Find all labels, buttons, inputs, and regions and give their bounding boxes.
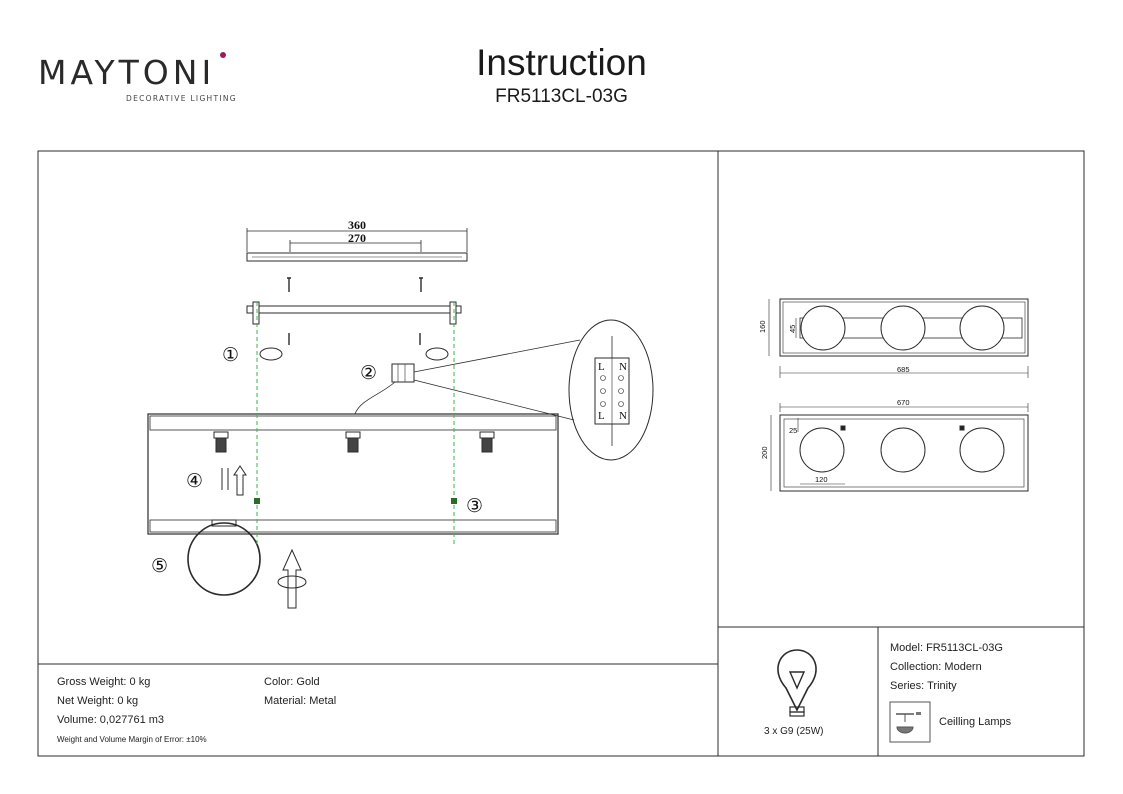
terminal-block-icon — [391, 363, 415, 383]
bulb-socket-icon — [345, 431, 361, 453]
terminal-n-bottom: N — [619, 410, 627, 422]
lamp-body — [147, 413, 559, 535]
page-title: Instruction — [476, 42, 647, 83]
dim-hole-spacing: 270 — [348, 231, 366, 245]
marker — [254, 498, 260, 504]
gross-weight: Gross Weight: 0 kg — [57, 676, 151, 688]
model: Model: FR5113CL-03G — [890, 642, 1003, 654]
bulb-icon — [777, 649, 817, 717]
bulb-socket-icon — [479, 431, 495, 453]
ring-icon — [187, 522, 261, 596]
screw-icon — [419, 277, 423, 292]
model-code: FR5113CL-03G — [495, 86, 628, 107]
top-view-offset: 45 — [788, 325, 797, 333]
step-1-label: ① — [222, 344, 239, 366]
volume: Volume: 0,027761 m3 — [57, 714, 165, 726]
rotate-icon — [259, 347, 283, 361]
brand-dot-icon — [220, 52, 226, 58]
bottom-view-spacing: 120 — [815, 475, 828, 484]
collection: Collection: Modern — [890, 661, 982, 673]
bottom-view-height: 200 — [760, 446, 769, 459]
guide-lines — [256, 302, 455, 545]
brand-tagline: DECORATIVE LIGHTING — [126, 94, 237, 103]
bottom-view-offset: 25 — [789, 426, 797, 435]
bottom-view-width: 670 — [897, 398, 910, 407]
pin-icon — [221, 468, 229, 490]
terminal-l-bottom: L — [598, 410, 605, 422]
screw-icon — [287, 277, 291, 292]
step-4-label: ④ — [186, 470, 203, 492]
brand-name: MAYTONI — [38, 53, 216, 92]
net-weight: Net Weight: 0 kg — [57, 695, 139, 707]
margin-note: Weight and Volume Margin of Error: ±10% — [57, 735, 207, 744]
assembly-drawing — [147, 228, 654, 609]
material: Material: Metal — [264, 695, 337, 707]
series: Series: Trinity — [890, 680, 957, 692]
terminal-n-top: N — [619, 361, 627, 373]
brand-logo: MAYTONI — [38, 56, 215, 89]
terminal-l-top: L — [598, 361, 605, 373]
step-3-label: ③ — [466, 495, 483, 517]
arrow-up-icon — [233, 465, 247, 496]
top-view-drawing — [768, 298, 1029, 378]
screw-icon — [288, 333, 421, 345]
mounting-bracket — [246, 305, 462, 314]
marker — [451, 498, 457, 504]
top-view-width: 685 — [897, 365, 910, 374]
top-view-height: 160 — [758, 320, 767, 333]
step-5-label: ⑤ — [151, 555, 168, 577]
rotate-icon — [425, 347, 449, 361]
lamp-type: Ceilling Lamps — [939, 716, 1012, 728]
bulb-label: 3 x G9 (25W) — [764, 726, 824, 737]
step-2-label: ② — [360, 362, 377, 384]
outer-frame — [37, 150, 1085, 757]
color: Color: Gold — [264, 676, 320, 688]
dim-top-width: 360 — [348, 218, 366, 232]
terminal-callout — [568, 319, 654, 461]
bulb-socket-icon — [213, 431, 229, 453]
wire — [354, 381, 396, 415]
twist-arrow-icon — [282, 548, 302, 609]
ceiling-lamp-icon — [889, 701, 931, 743]
mounting-plate — [246, 252, 468, 262]
bottom-view-drawing — [770, 403, 1029, 492]
